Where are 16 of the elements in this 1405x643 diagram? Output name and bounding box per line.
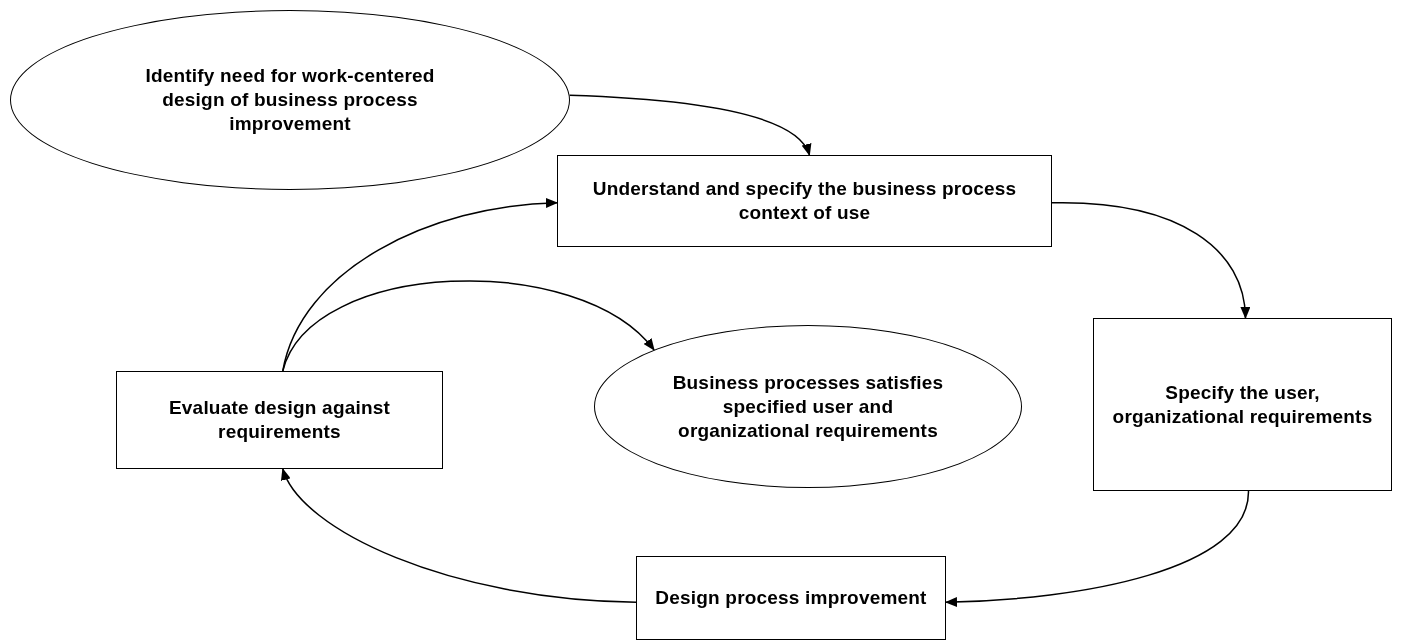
process-box [116, 371, 443, 469]
process-box [636, 556, 946, 640]
process-box [557, 155, 1052, 247]
arrow [1051, 202, 1250, 319]
node-label: Design process improvement [655, 586, 927, 610]
process-box [1093, 318, 1392, 491]
node-label: Identify need for work-centered design of business process improvement [144, 64, 436, 136]
node-label: Business processes satisfies specified user and organizational requirements [671, 370, 945, 443]
node-label: Evaluate design against requirements [167, 396, 392, 444]
arrow [282, 468, 637, 603]
arrow [568, 94, 811, 156]
node-label: Understand and specify the business process context of use [591, 177, 1018, 225]
arrow [282, 198, 558, 372]
arrow [282, 280, 655, 372]
node-label: Specify the user, organizational requirements [1111, 380, 1374, 429]
arrow [945, 490, 1250, 607]
